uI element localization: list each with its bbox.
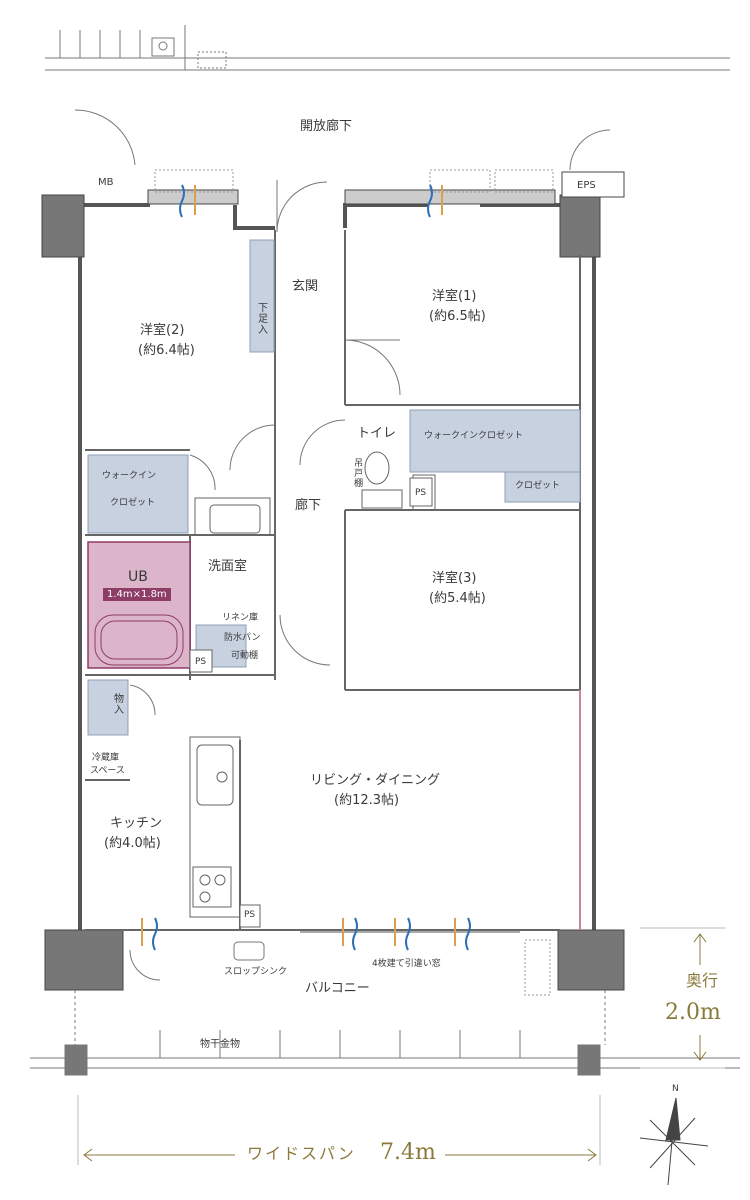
linen-label: リネン庫 [222, 613, 259, 623]
waterproof-pan-label: 防水パン [224, 633, 261, 643]
slop-sink-label: スロップシンク [224, 967, 288, 977]
ub-label: UB [128, 569, 148, 585]
toilet-label: トイレ [357, 426, 397, 441]
hallway-label: 廊下 [295, 498, 322, 513]
laundry-label: 物干金物 [200, 1039, 240, 1050]
shoe-storage-label: 下足入 [255, 302, 267, 335]
wall-piers [41, 171, 625, 991]
ps-boxes [189, 477, 433, 928]
western2-size: (約6.4帖) [138, 343, 195, 358]
living-size: (約12.3帖) [334, 793, 400, 808]
fridge-a-label: 冷蔵庫 [92, 753, 120, 763]
walkin-a-label: ウォークイン [102, 471, 157, 481]
wash-ps-label: PS [195, 657, 207, 667]
kitchen-ps-label: PS [244, 910, 256, 920]
compass-icon [639, 1097, 709, 1186]
western1-name: 洋室(1) [432, 289, 477, 304]
depth-dimension [640, 927, 725, 1069]
fridge-b-label: スペース [90, 766, 125, 776]
eps-label: EPS [577, 180, 596, 191]
entrance-label: 玄関 [292, 279, 319, 294]
unit-bath [87, 541, 191, 669]
span-value: 7.4m [380, 1140, 436, 1165]
closet-label: クロゼット [515, 481, 561, 491]
western1-size: (約6.5帖) [429, 309, 486, 324]
door-swings [74, 109, 611, 981]
slop-sink [233, 941, 265, 961]
toilet-ps-label: PS [415, 488, 427, 498]
depth-label: 奥行 [686, 971, 719, 990]
corridor-railing [45, 25, 730, 71]
ub-size-badge: 1.4m×1.8m [103, 588, 171, 601]
span-dimension [77, 1095, 601, 1165]
span-label: ワイドスパン [247, 1144, 356, 1163]
balcony-railing [30, 990, 740, 1076]
north-label: N [672, 1084, 679, 1094]
kitchen-size: (約4.0帖) [104, 836, 161, 851]
walkin-b-label: クロゼット [110, 498, 156, 508]
window-label: 4枚建て引違い窓 [372, 959, 441, 969]
washroom-label: 洗面室 [208, 559, 248, 574]
storage-label: 物入 [111, 693, 123, 715]
mb-label: MB [98, 177, 114, 188]
exterior-walls [78, 203, 596, 932]
movable-shelf-label: 可動棚 [231, 651, 259, 661]
kitchen-name: キッチン [110, 816, 163, 831]
hanging-shelf-label: 吊戸棚 [352, 458, 363, 488]
storage-areas [87, 239, 581, 736]
balcony-label: バルコニー [305, 981, 370, 996]
vanity [194, 497, 271, 536]
kitchen-counter [189, 736, 241, 918]
living-name: リビング・ダイニング [310, 773, 441, 788]
corridor-label: 開放廊下 [300, 119, 353, 134]
western2-name: 洋室(2) [140, 323, 185, 338]
western3-name: 洋室(3) [432, 571, 477, 586]
windows [154, 169, 554, 996]
walkin-closet-main-label: ウォークインクロゼット [424, 431, 524, 441]
western3-size: (約5.4帖) [429, 591, 486, 606]
depth-value: 2.0m [665, 1000, 721, 1025]
vents [141, 184, 471, 951]
